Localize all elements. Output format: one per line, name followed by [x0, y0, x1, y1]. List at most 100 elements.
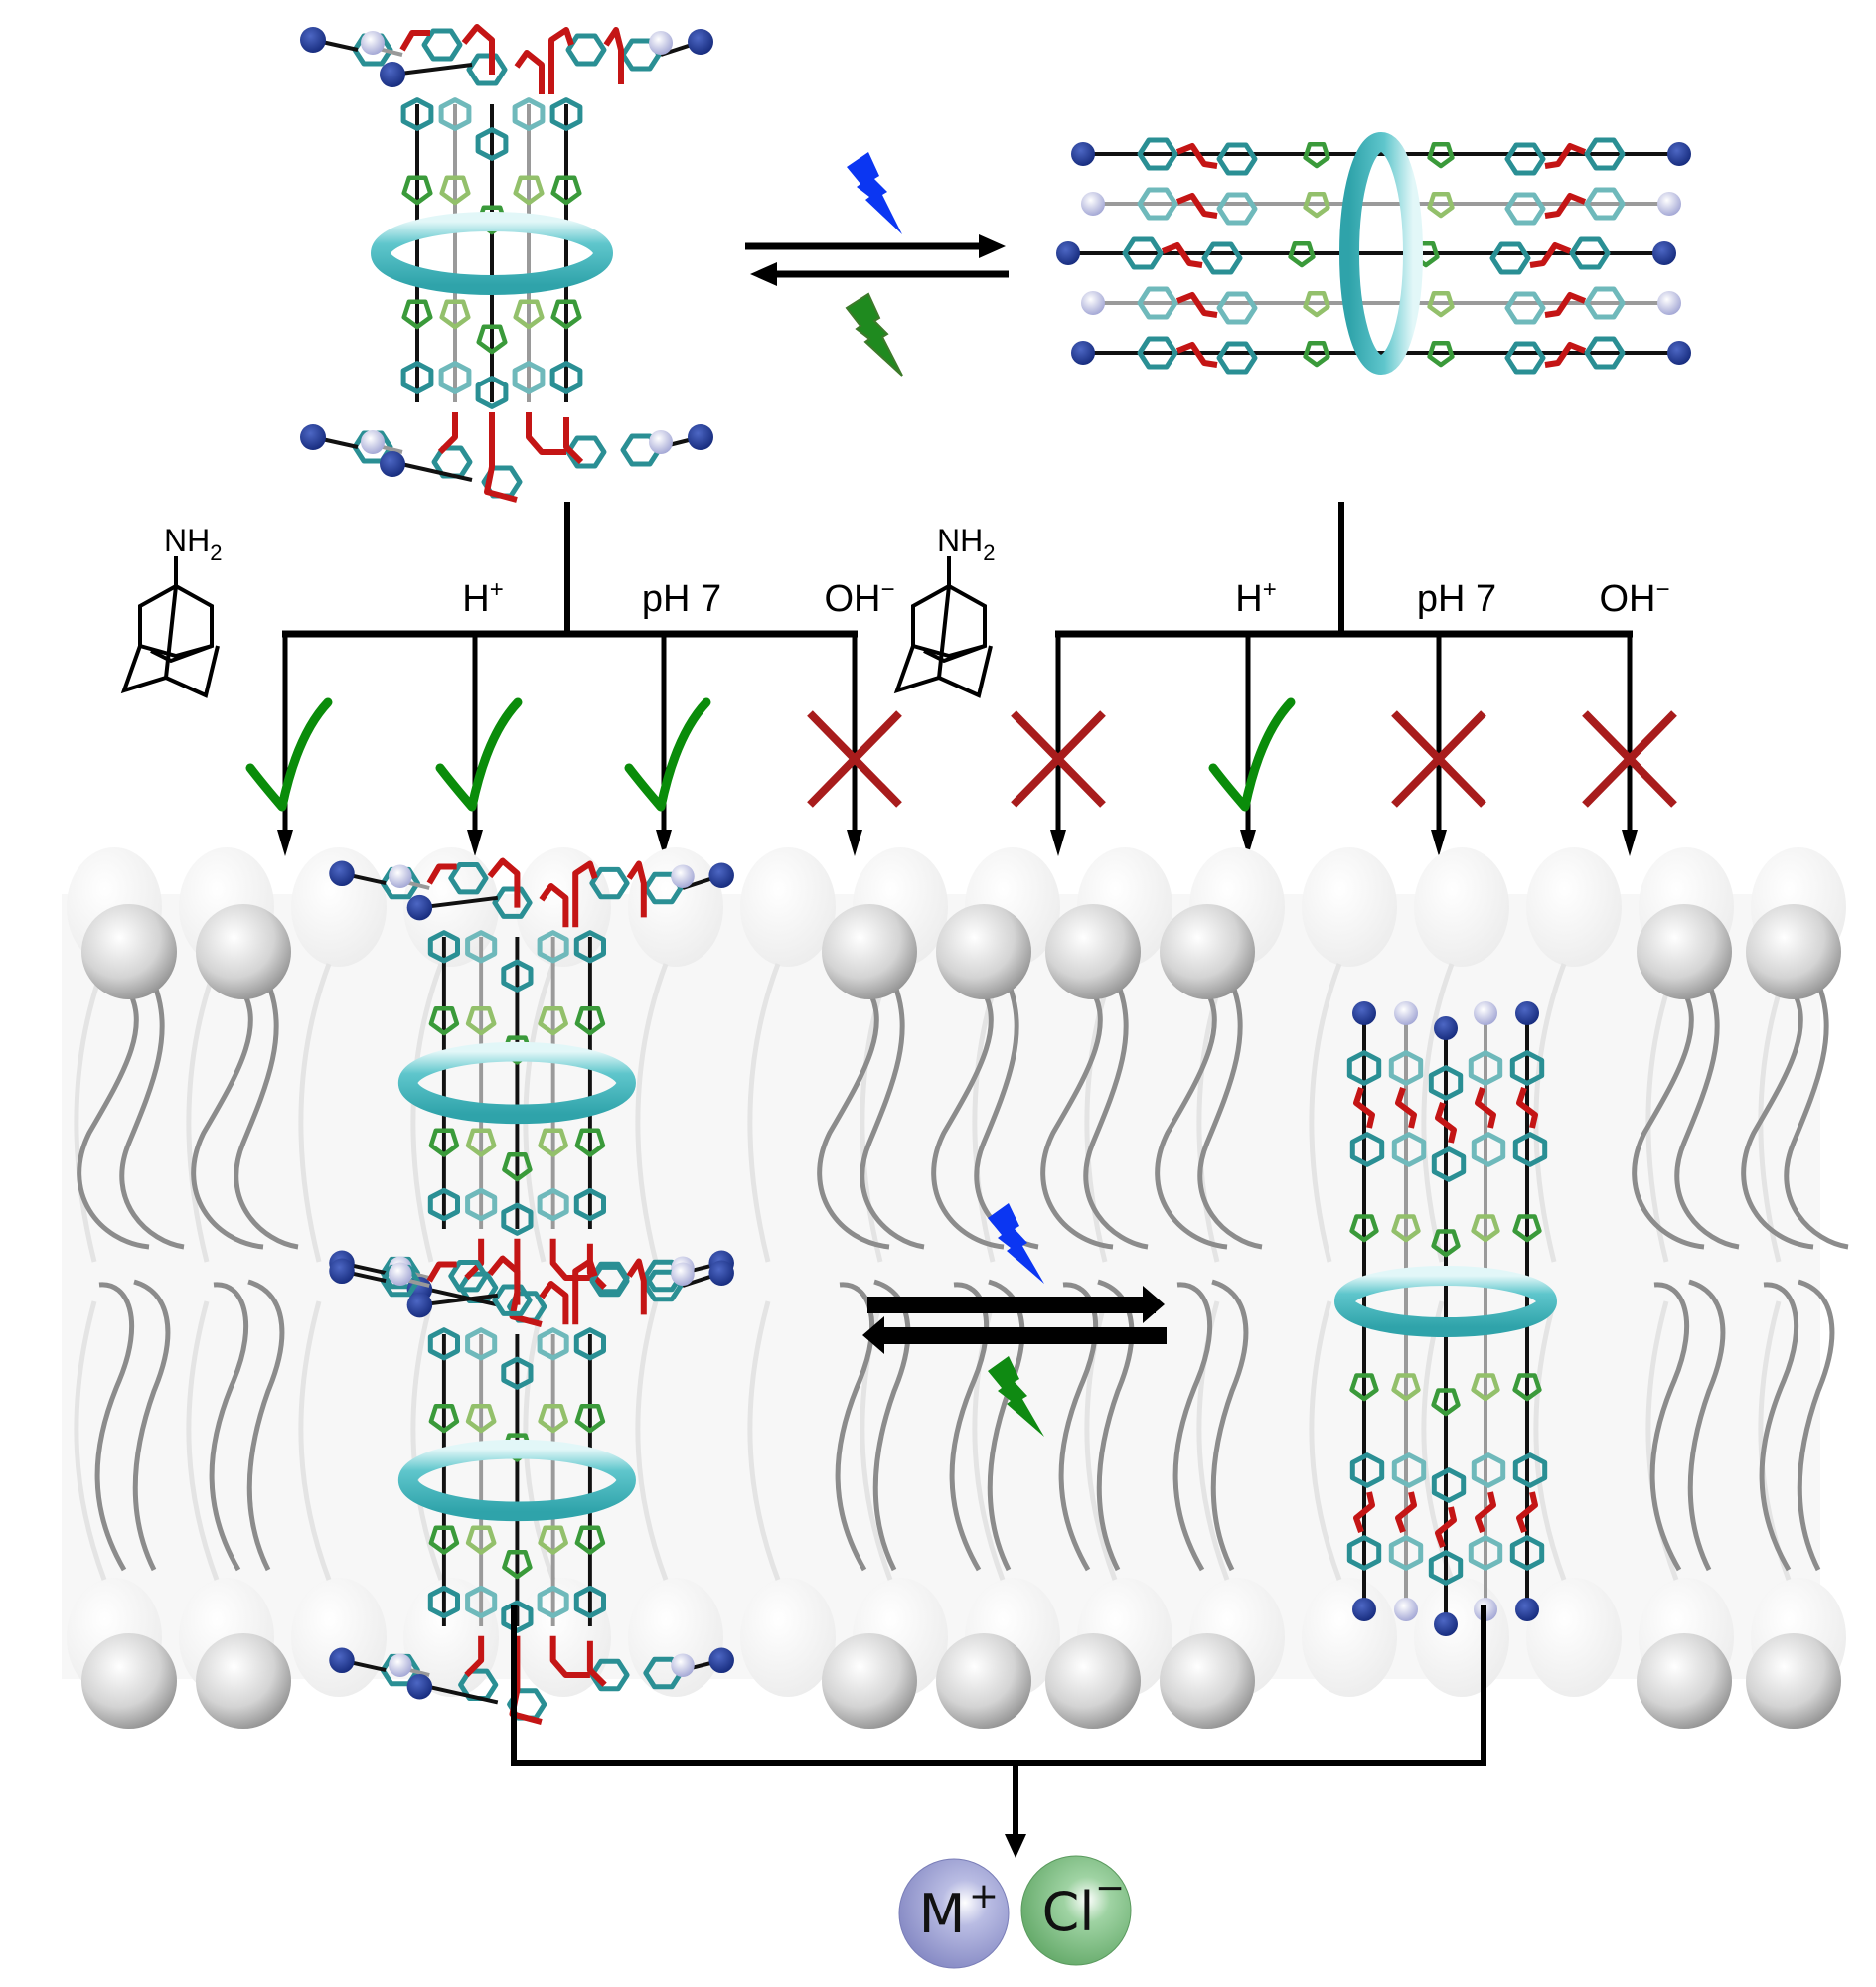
phenyl-ring — [465, 1327, 498, 1361]
stopper-dark — [1434, 1612, 1458, 1636]
triazole-ring — [550, 299, 582, 330]
cation-symbol: M — [919, 1883, 966, 1945]
phenyl-ring — [1468, 1050, 1503, 1086]
azo-linker — [1475, 1491, 1496, 1534]
anion-charge: − — [1095, 1868, 1125, 1909]
phenyl-ring — [643, 1259, 684, 1293]
stopper-dark — [1652, 241, 1676, 265]
bond — [418, 1682, 499, 1705]
azo-linker — [1161, 242, 1203, 268]
condition-label: pH 7 — [1417, 578, 1496, 620]
azo-linker — [572, 860, 598, 928]
azo-linker — [539, 883, 569, 928]
lipid-tail — [1674, 983, 1740, 1250]
cage-top — [138, 584, 214, 659]
stopper-dark — [1667, 142, 1691, 166]
lipid-tail — [1797, 1279, 1835, 1572]
stopper-dark — [380, 62, 405, 87]
triazole-ring — [502, 1151, 533, 1182]
phenyl-ring — [565, 33, 607, 67]
phenyl-ring — [465, 1187, 498, 1222]
lipid-head-back — [740, 1578, 836, 1697]
lipid-head-back — [1414, 1578, 1509, 1697]
stopper-dark — [380, 451, 405, 477]
stopper-dark — [688, 29, 713, 55]
triazole-ring — [574, 1128, 606, 1157]
membrane-forward-arrow — [867, 1297, 1156, 1313]
triazole-ring — [1512, 1214, 1542, 1243]
lipid-head — [196, 1633, 291, 1729]
amine-label: NH2 — [164, 523, 222, 565]
phenyl-ring — [448, 1260, 489, 1293]
phenyl-ring — [1346, 1050, 1382, 1086]
condition-label: H+ — [1235, 576, 1276, 620]
cage-bridge — [937, 585, 951, 679]
lipid-head-back — [1302, 847, 1397, 967]
forward-arrowhead — [979, 234, 1006, 258]
lipid-tail-back — [186, 1300, 220, 1581]
phenyl-ring — [1216, 192, 1258, 226]
phenyl-ring — [1428, 1065, 1464, 1101]
azo-linker — [1544, 292, 1587, 318]
phenyl-ring — [573, 1187, 606, 1222]
azo-linker — [437, 412, 458, 455]
stopper-dark — [1434, 1016, 1458, 1040]
check-icon — [1208, 697, 1296, 812]
lipid-tail-back — [298, 963, 332, 1263]
phenyl-ring — [1201, 241, 1243, 275]
stopper-light — [361, 31, 385, 55]
lipid-head — [1045, 904, 1141, 999]
condition-arrowhead — [656, 830, 672, 856]
macrocycle-ring — [1339, 132, 1423, 375]
lipid-tail — [931, 982, 1005, 1250]
lipid-tail — [835, 1282, 875, 1572]
triazole-ring — [439, 175, 471, 206]
azo-linker — [526, 412, 566, 455]
phenyl-ring — [465, 1585, 498, 1619]
stopper-light — [649, 430, 673, 454]
triazole-ring — [1427, 291, 1455, 318]
visible-light-bolt-icon — [845, 292, 903, 377]
phenyl-ring — [643, 1656, 684, 1690]
azo-linker — [484, 412, 518, 503]
ion-cation: M + — [898, 1858, 1010, 1969]
triazole-ring — [513, 175, 545, 206]
phenyl-ring — [1471, 1452, 1506, 1488]
triazole-ring — [538, 1403, 568, 1434]
ion-arrowhead — [1005, 1834, 1026, 1858]
phenyl-ring — [1569, 236, 1611, 270]
stopper-dark — [708, 862, 734, 888]
azo-linker — [1544, 193, 1587, 219]
lipid-tail-back — [523, 963, 556, 1263]
stopper-light — [389, 1653, 412, 1677]
stopper-dark — [329, 1647, 355, 1674]
top-equilibrium-arrows — [745, 152, 1009, 377]
phenyl-ring — [1216, 291, 1258, 325]
phenyl-ring — [427, 1585, 460, 1619]
phenyl-ring — [537, 1585, 569, 1619]
azo-linker — [1516, 1087, 1538, 1129]
triazole-ring — [465, 1403, 497, 1434]
bond — [419, 1293, 499, 1307]
stopper-dark — [1071, 341, 1095, 365]
vertical-rotaxane-assembly — [300, 24, 713, 503]
lipid-tail-back — [747, 963, 781, 1263]
condition-arrowhead — [847, 830, 862, 856]
lipid-tail — [246, 1279, 285, 1572]
phenyl-ring — [589, 866, 630, 900]
macrocycle-ring — [371, 212, 613, 295]
stopper-dark — [406, 1292, 433, 1318]
stopper-light — [1657, 192, 1681, 216]
lipid-head — [822, 1633, 917, 1729]
phenyl-ring — [1391, 1132, 1427, 1167]
stopper-dark — [406, 1674, 433, 1700]
lipid-head-back — [740, 847, 836, 967]
cage-back — [150, 644, 213, 664]
cation-charge: + — [969, 1876, 999, 1916]
phenyl-ring — [448, 862, 489, 895]
phenyl-ring — [1431, 1467, 1467, 1503]
lipid-tail — [817, 982, 890, 1250]
phenyl-ring — [537, 1187, 569, 1222]
azo-linker — [603, 27, 624, 84]
